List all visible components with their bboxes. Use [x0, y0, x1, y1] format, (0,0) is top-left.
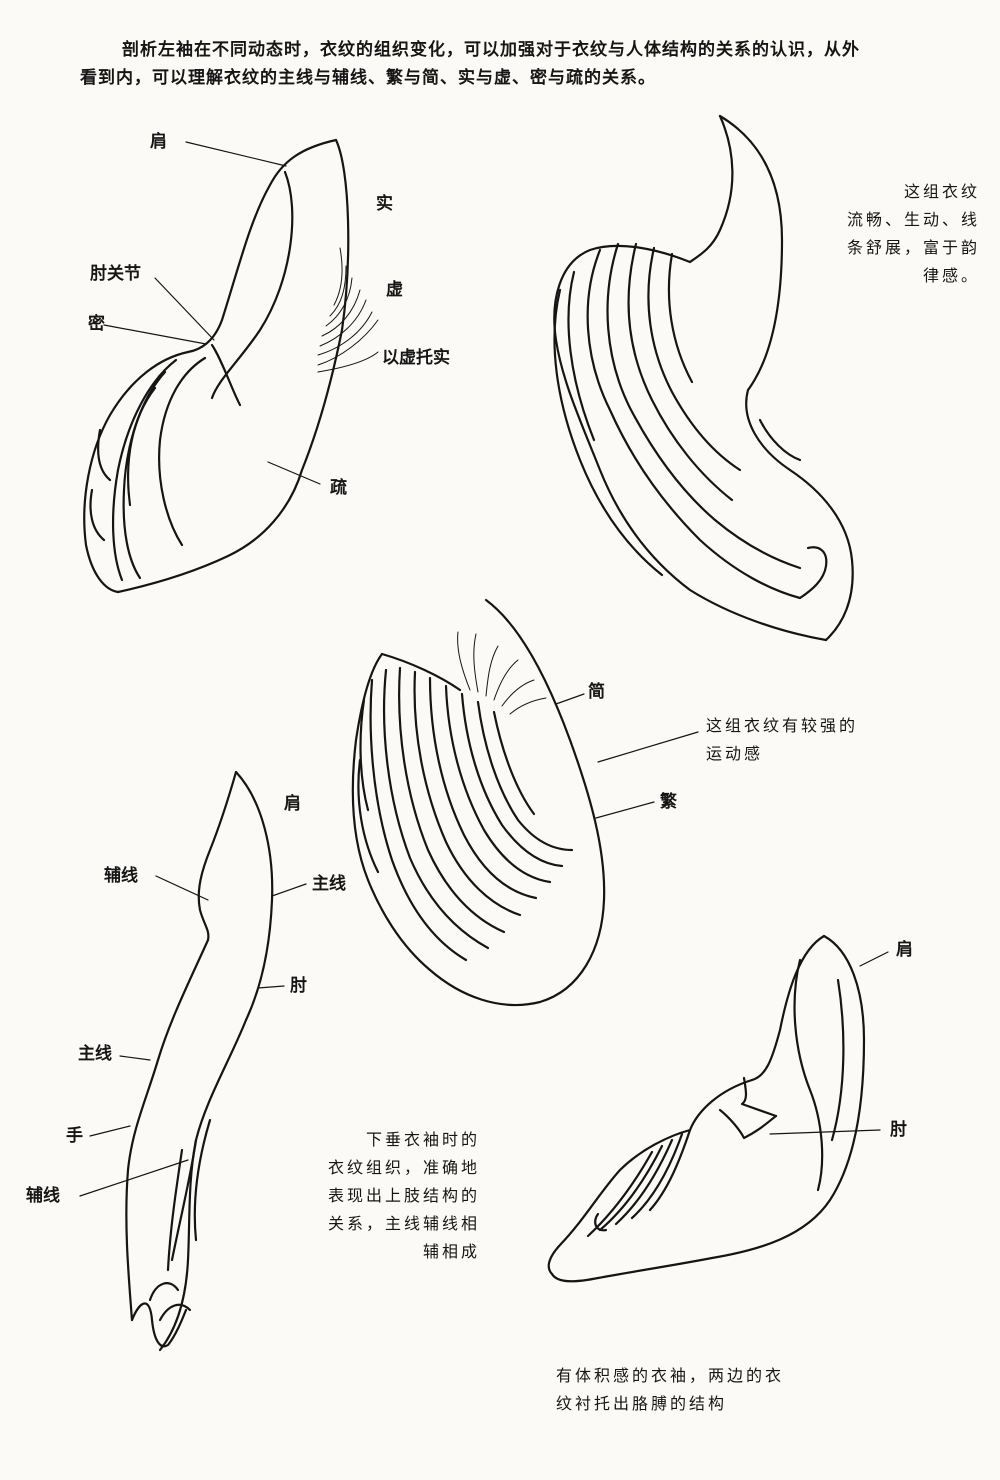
label-elbow-d: 肘 [290, 976, 307, 996]
label-simple: 简 [588, 682, 605, 702]
label-solid: 实 [376, 194, 393, 214]
label-elbow-joint: 肘关节 [90, 264, 141, 284]
label-dense: 密 [88, 314, 105, 334]
label-main-line-2: 主线 [78, 1044, 112, 1064]
label-main-line-1: 主线 [312, 874, 346, 894]
figure-e-leader-lines [769, 951, 889, 1135]
figure-c-leader-lines [555, 693, 699, 819]
label-secondary-line-1: 辅线 [104, 866, 138, 886]
caption-flowing-folds: 这组衣纹 流畅、生动、线 条舒展，富于韵 律感。 [846, 182, 980, 285]
caption-hanging-sleeve: 下垂衣袖时的 衣纹组织，准确地 表现出上肢结构的 关系，主线辅线相 辅相成 [327, 1130, 480, 1261]
figure-a-leader-lines [103, 141, 321, 485]
caption-motion-folds: 这组衣纹有较强的 运动感 [706, 716, 859, 763]
label-secondary-line-2: 辅线 [26, 1186, 60, 1206]
label-shoulder-a: 肩 [150, 132, 167, 152]
label-hand: 手 [66, 1126, 83, 1146]
figure-d-leader-lines [79, 875, 307, 1197]
radiating-fold-lines [457, 631, 547, 715]
caption-voluminous-sleeve: 有体积感的衣袖，两边的衣 纹衬托出胳膊的结构 [556, 1366, 785, 1413]
label-shoulder-e: 肩 [896, 940, 913, 960]
sleeve-drawing-bent-elbow [83, 138, 350, 594]
sleeve-drawing-hanging [125, 770, 274, 1352]
sleeve-drawing-flowing [553, 114, 854, 642]
intro-paragraph: 剖析左袖在不同动态时，衣纹的组织变化，可以加强对于衣纹与人体结构的关系的认识，从… [80, 40, 860, 88]
faint-fold-lines [317, 247, 379, 373]
label-elbow-e: 肘 [890, 1120, 907, 1140]
sleeve-drawing-twisted [351, 598, 606, 1007]
label-faint-supports-solid: 以虚托实 [382, 348, 450, 368]
label-shoulder-d: 肩 [284, 794, 301, 814]
label-faint: 虚 [386, 280, 403, 300]
label-sparse: 疏 [330, 478, 347, 498]
sleeve-drawing-voluminous [547, 934, 866, 1283]
label-complex: 繁 [660, 792, 677, 812]
